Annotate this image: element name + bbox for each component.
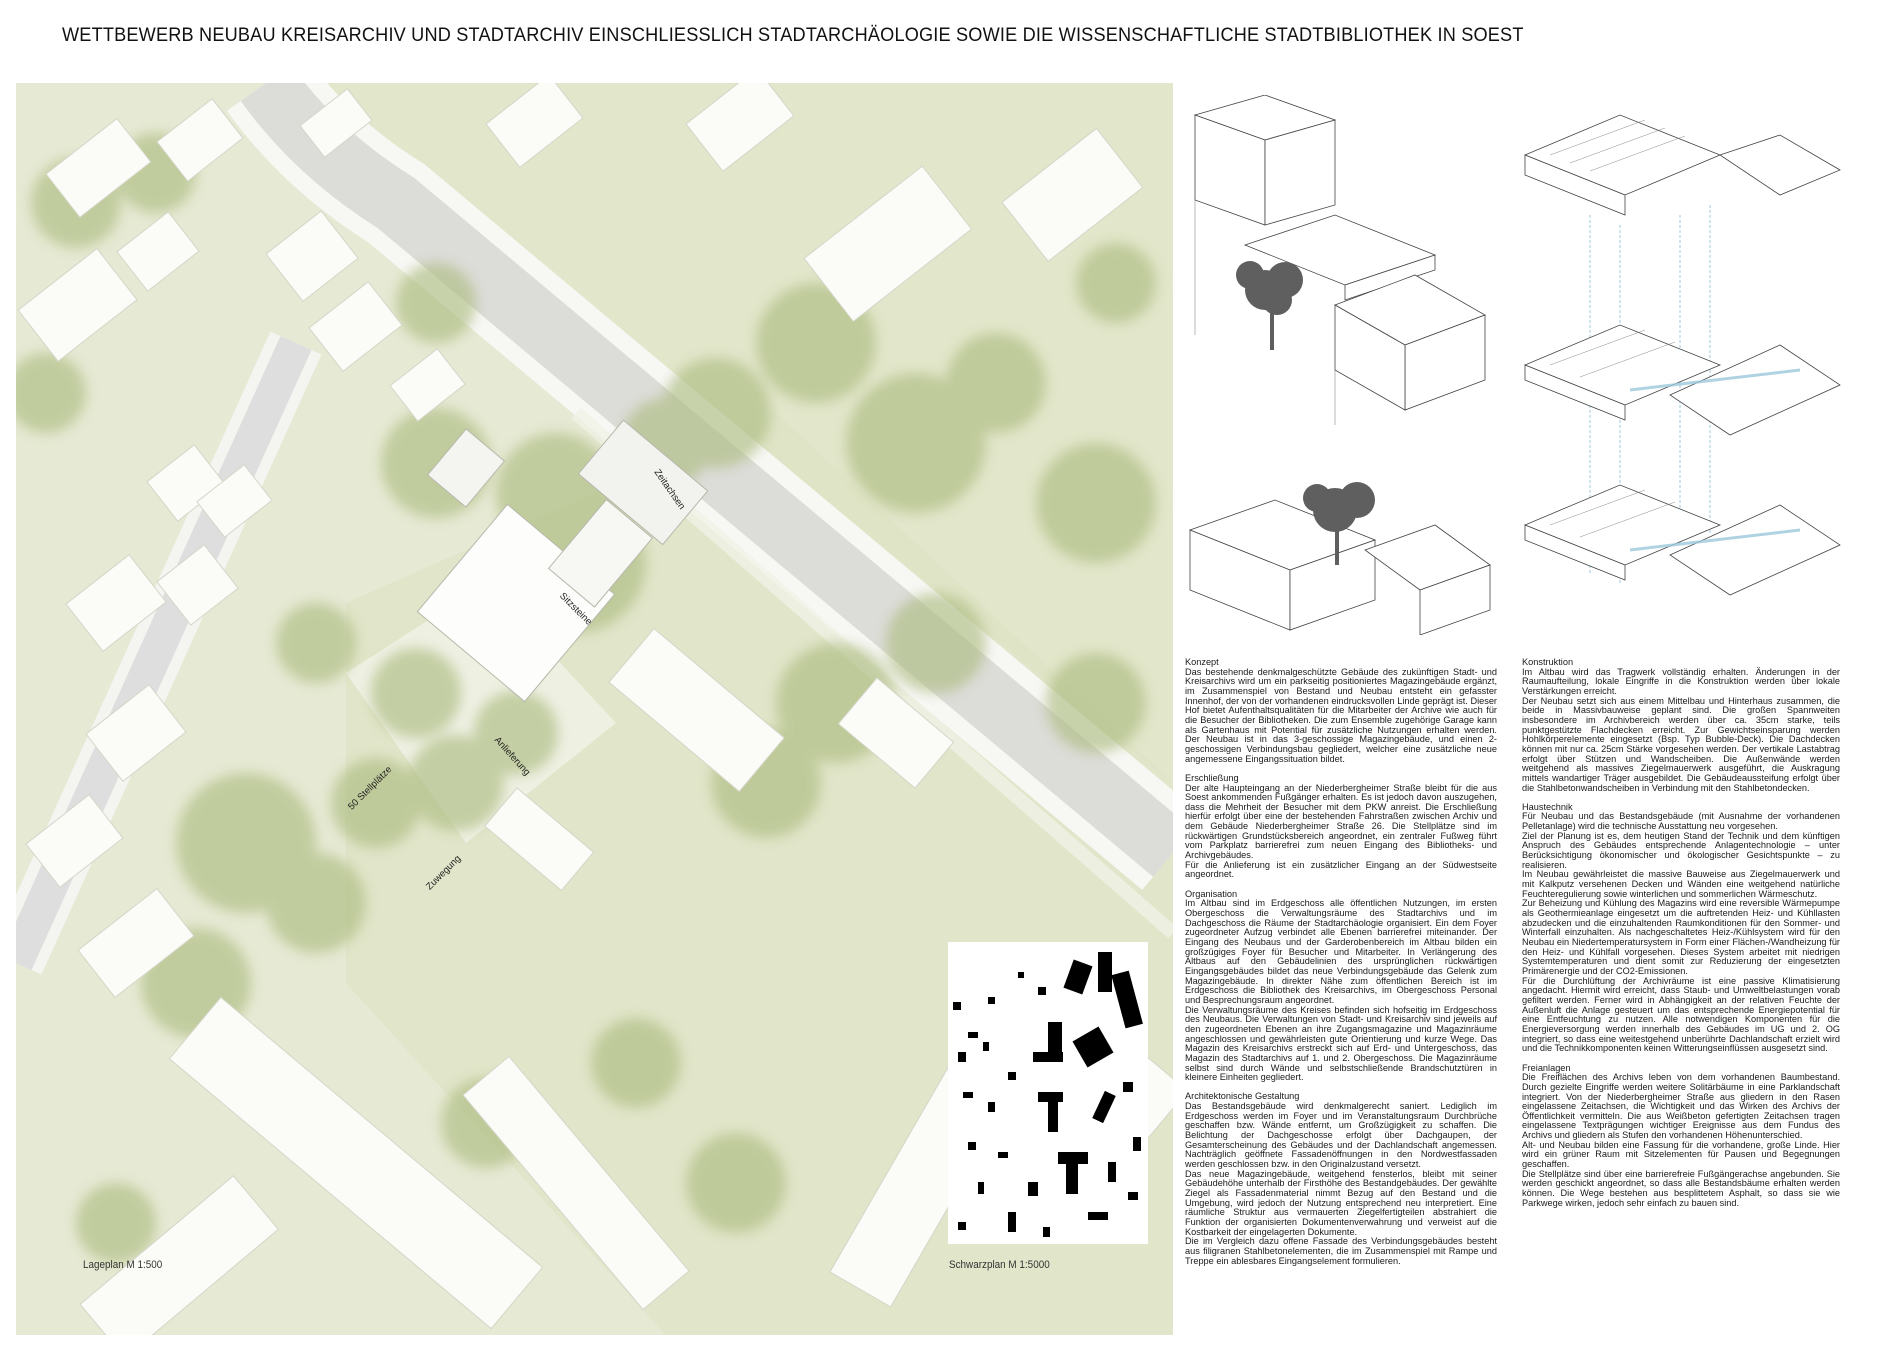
paragraph: Der Neubau setzt sich aus einem Mittelba…	[1522, 695, 1840, 793]
text-column-left: Konzept Das bestehende denkmalgeschützte…	[1185, 657, 1497, 1276]
section-erschliessung: Erschließung Der alte Haupteingang an de…	[1185, 772, 1497, 880]
section-heading: Organisation	[1185, 888, 1238, 899]
paragraph: Ziel der Planung ist es, dem heutigen St…	[1522, 830, 1840, 870]
project-buildings	[416, 419, 709, 703]
text-column-right: Konstruktion Im Altbau wird das Tragwerk…	[1522, 657, 1840, 1218]
tree-icon	[1236, 261, 1303, 350]
section-heading: Freianlagen	[1522, 1062, 1571, 1073]
section-architektonische-gestaltung: Architektonische Gestaltung Das Bestands…	[1185, 1092, 1497, 1266]
paragraph: Das bestehende denkmalgeschützte Gebäude…	[1185, 666, 1497, 764]
figure-ground-drawing	[953, 952, 1143, 1237]
paragraph: Die im Vergleich dazu offene Fassade des…	[1185, 1236, 1497, 1266]
site-plan: Zeitachsen Sitzsteine Anlieferung 50 Ste…	[16, 83, 1173, 1335]
section-haustechnik: Haustechnik Für Neubau und das Bestandsg…	[1522, 801, 1840, 1054]
paragraph: Für Neubau und das Bestandsgebäude (mit …	[1522, 811, 1840, 832]
paragraph: Die Freiflächen des Archivs leben von de…	[1522, 1072, 1840, 1141]
section-heading: Haustechnik	[1522, 801, 1573, 812]
axonometric-exploded-floors	[1523, 114, 1841, 596]
section-freianlagen: Freianlagen Die Freiflächen des Archivs …	[1522, 1062, 1840, 1209]
paragraph: Zur Beheizung und Kühlung des Magazins w…	[1522, 898, 1840, 976]
section-heading: Konstruktion	[1522, 657, 1574, 667]
paragraph: Für die Durchlüftung der Archivräume ist…	[1522, 975, 1840, 1054]
site-plan-drawing	[16, 83, 1173, 1335]
poster-title: WETTBEWERB NEUBAU KREISARCHIV UND STADTA…	[62, 24, 1524, 46]
paragraph: Der alte Haupteingang an der Niederbergh…	[1185, 782, 1497, 861]
site-plan-caption: Lageplan M 1:500	[83, 1259, 163, 1271]
paragraph: Das Bestandsgebäude wird denkmalgerecht …	[1185, 1101, 1497, 1170]
section-heading: Konzept	[1185, 657, 1219, 667]
paragraph: Die Stellplätze sind über eine barrieref…	[1522, 1168, 1840, 1208]
paragraph: Im Neubau gewährleistet die massive Bauw…	[1522, 869, 1840, 899]
paragraph: Die Verwaltungsräume des Kreises befinde…	[1185, 1004, 1497, 1083]
tree-icon	[1303, 482, 1375, 565]
figure-ground-plan	[948, 942, 1148, 1244]
section-konzept: Konzept Das bestehende denkmalgeschützte…	[1185, 657, 1497, 764]
section-heading: Architektonische Gestaltung	[1185, 1091, 1300, 1102]
paragraph: Das neue Magazingebäude, weitgehend fens…	[1185, 1168, 1497, 1237]
axonometric-exploded-massing	[1193, 95, 1486, 425]
paragraph: Im Altbau sind im Erdgeschoss alle öffen…	[1185, 898, 1497, 1005]
axonometric-assembled-massing	[1188, 482, 1491, 635]
paragraph: Alt- und Neubau bilden eine Fassung für …	[1522, 1139, 1840, 1170]
paragraph: Für die Anlieferung ist ein zusätzlicher…	[1185, 859, 1497, 880]
section-heading: Erschließung	[1185, 772, 1239, 783]
figure-ground-caption: Schwarzplan M 1:5000	[949, 1259, 1050, 1271]
paragraph: Im Altbau wird das Tragwerk vollständig …	[1522, 666, 1840, 696]
section-konstruktion: Konstruktion Im Altbau wird das Tragwerk…	[1522, 657, 1840, 793]
section-organisation: Organisation Im Altbau sind im Erdgescho…	[1185, 888, 1497, 1083]
